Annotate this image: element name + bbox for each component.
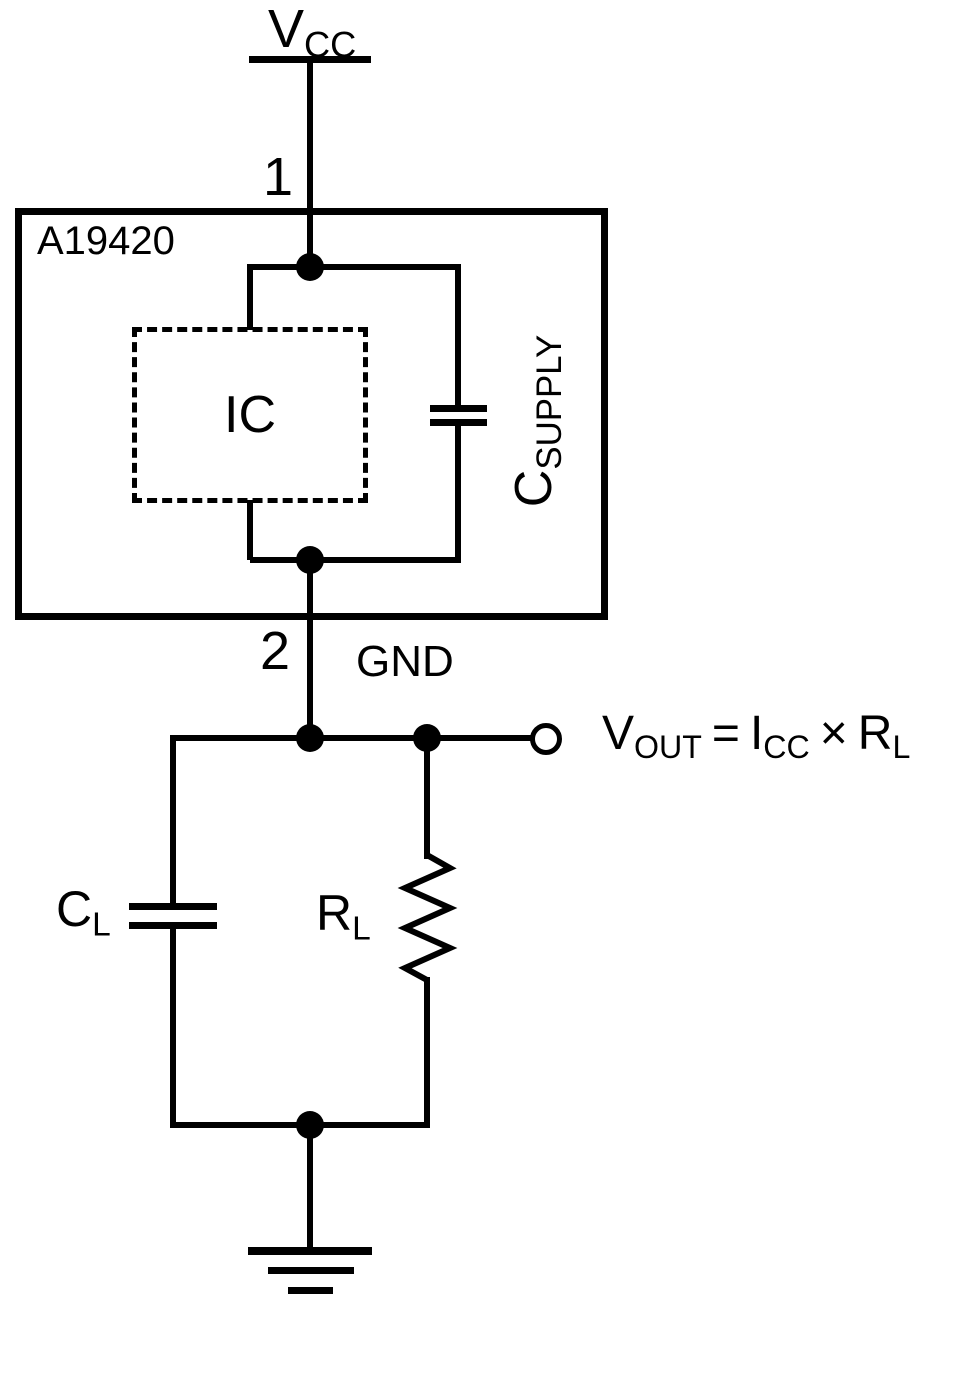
wire-csupply-bottom: [455, 426, 461, 563]
wire-cl-top: [170, 735, 176, 908]
rl-main: R: [316, 885, 353, 941]
equals-sign: =: [711, 707, 740, 760]
ground-bar-3: [288, 1287, 333, 1294]
wire-ic-bottom-stub: [247, 500, 253, 560]
wire-output-rail: [173, 735, 531, 741]
wire-to-ground: [307, 1125, 313, 1253]
cl-plate-top: [129, 903, 217, 910]
pin2-label: 2: [260, 621, 291, 681]
vout-formula: VOUT=ICC×RL: [602, 707, 911, 765]
vcc-main: V: [268, 0, 305, 59]
csupply-label: CSUPPLY: [505, 311, 569, 531]
cl-main: C: [56, 881, 93, 937]
cl-subscript: L: [92, 906, 111, 944]
node-dot-gnd: [296, 724, 324, 752]
csupply-main: C: [505, 469, 563, 508]
wire-internal-top: [250, 264, 458, 270]
rl-sub: L: [352, 910, 371, 948]
wire-cl-bottom: [170, 929, 176, 1128]
csupply-plate-top: [430, 405, 487, 412]
vout-subscript: OUT: [634, 729, 702, 765]
rl-r: R: [857, 707, 893, 760]
wire-gnd-pin: [307, 557, 313, 741]
ic-dashed-box: IC: [132, 327, 368, 503]
csupply-plate-bottom: [430, 419, 487, 426]
vout-v: V: [602, 707, 635, 760]
wire-vcc-to-chip: [307, 59, 313, 270]
times-sign: ×: [819, 707, 848, 760]
pin1-label: 1: [263, 147, 294, 207]
icc-i: I: [749, 707, 764, 760]
csupply-subscript: SUPPLY: [529, 334, 569, 470]
wire-csupply-top: [455, 264, 461, 409]
rl-subscript: L: [892, 729, 911, 765]
resistor-zigzag: [397, 852, 458, 983]
cl-label: CL: [56, 884, 111, 942]
gnd-label: GND: [356, 637, 454, 686]
ic-label: IC: [224, 386, 276, 444]
wire-rl-top: [424, 735, 430, 859]
output-terminal-circle: [530, 723, 562, 755]
cl-plate-bottom: [129, 922, 217, 929]
chip-name-label: A19420: [37, 219, 175, 263]
wire-ic-top-stub: [247, 264, 253, 330]
ground-bar-1: [248, 1247, 372, 1255]
ground-bar-2: [268, 1267, 354, 1274]
wire-internal-bottom: [250, 557, 458, 563]
vcc-label: VCC: [268, 2, 356, 63]
wire-rl-bottom: [424, 977, 430, 1128]
rl-label: RL: [316, 888, 371, 946]
icc-subscript: CC: [763, 729, 810, 765]
